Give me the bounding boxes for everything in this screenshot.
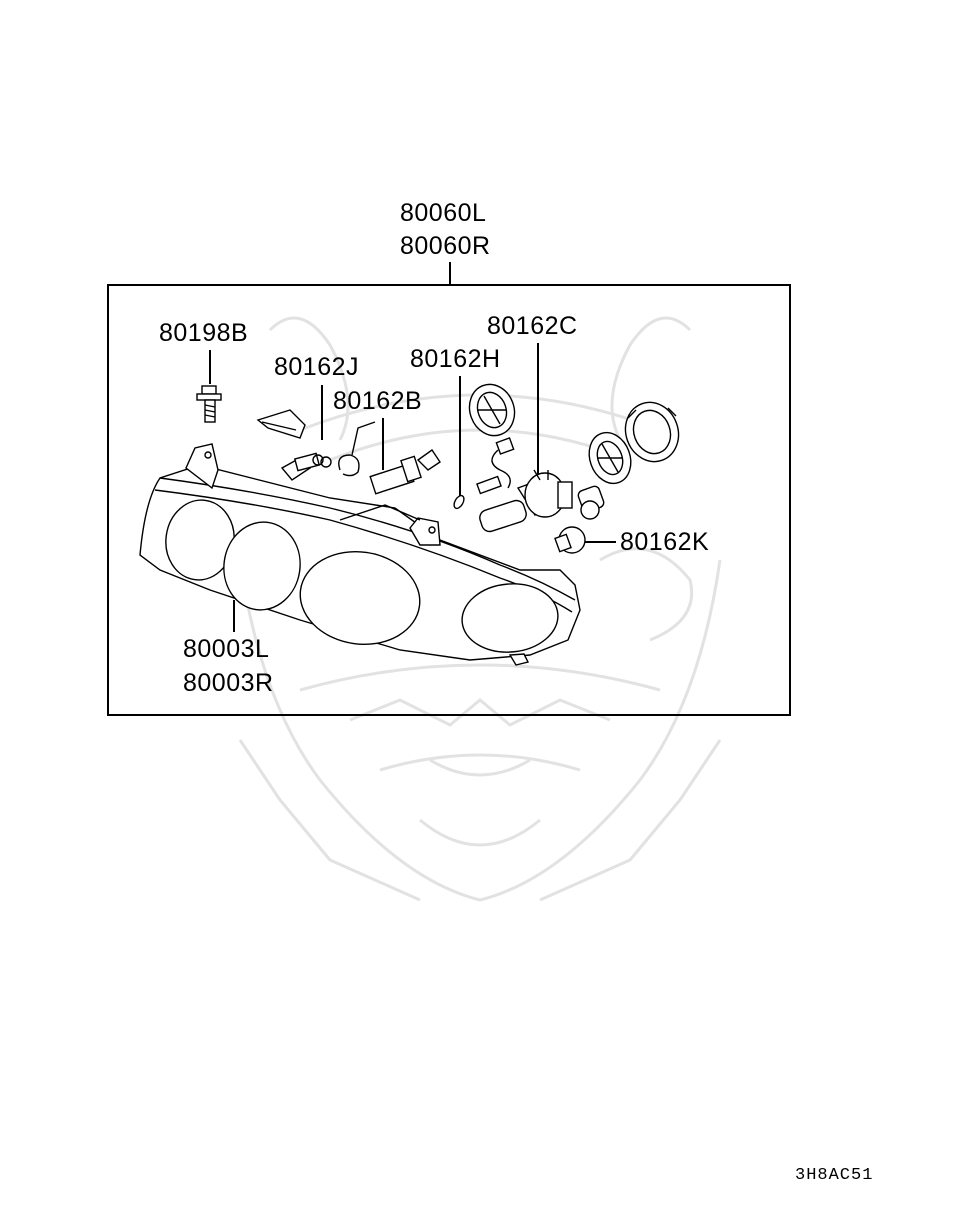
screw-part — [196, 385, 222, 423]
assembly-label-left: 80060L — [400, 199, 486, 227]
bulb-c-part — [479, 469, 573, 533]
label-screw: 80198B — [159, 319, 248, 347]
figure-code: 3H8AC51 — [795, 1166, 873, 1185]
label-bulb-k: 80162K — [620, 528, 709, 556]
bulb-h-part — [453, 437, 515, 510]
label-bulb-b: 80162B — [333, 387, 422, 415]
bulb-k-part — [554, 485, 605, 554]
housing-label-left: 80003L — [183, 635, 269, 663]
headlamp-housing — [139, 443, 581, 666]
socket-ring-h — [468, 383, 516, 437]
watermark-logo — [238, 316, 722, 902]
label-bulb-j: 80162J — [274, 353, 359, 381]
bulb-b-part — [369, 449, 441, 495]
label-bulb-c: 80162C — [487, 312, 578, 340]
socket-ring-c — [588, 431, 632, 485]
bracket-part — [256, 409, 306, 439]
assembly-label-right: 80060R — [400, 232, 491, 260]
label-bulb-h: 80162H — [410, 345, 501, 373]
socket-ring-large — [624, 401, 680, 463]
housing-label-right: 80003R — [183, 669, 274, 697]
bulb-j-part — [280, 421, 376, 481]
